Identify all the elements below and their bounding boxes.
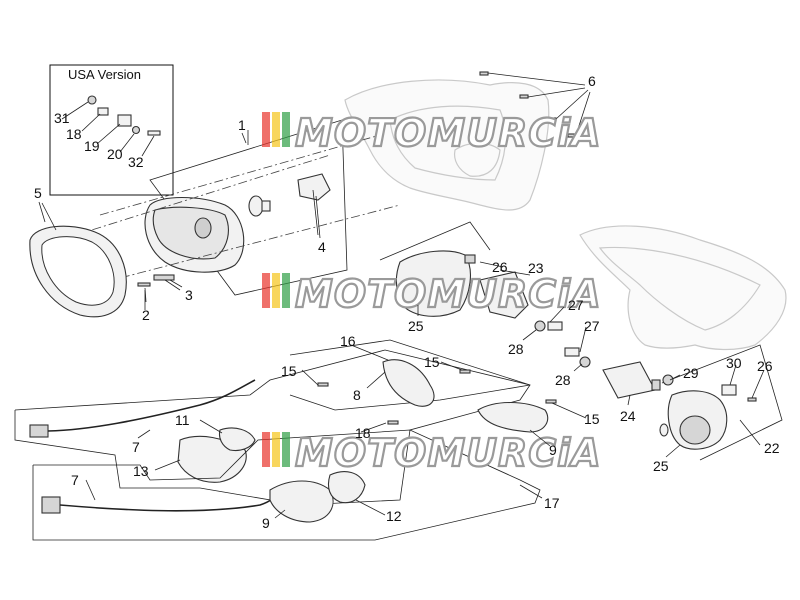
callout-16: 16 (340, 333, 356, 349)
usa-version-label: USA Version (68, 67, 141, 82)
headlight-assembly (54, 119, 401, 296)
watermark-3: MOTOMURCiA (262, 430, 602, 476)
callout-20: 20 (107, 146, 123, 162)
callout-3: 3 (185, 287, 193, 303)
callout-32: 32 (128, 154, 144, 170)
callout-15c: 15 (584, 411, 600, 427)
callout-26a: 26 (492, 259, 508, 275)
licence-plate-light (659, 344, 783, 461)
rim-screws (137, 274, 181, 310)
callout-25b: 25 (653, 458, 669, 474)
callout-30: 30 (726, 355, 742, 371)
tail-light-assembly (379, 221, 531, 319)
callout-22: 22 (764, 440, 780, 456)
cover-screws (479, 71, 591, 138)
callout-15a: 15 (281, 363, 297, 379)
callout-12: 12 (386, 508, 402, 524)
callout-7a: 7 (132, 439, 140, 455)
callout-25a: 25 (408, 318, 424, 334)
callout-19: 19 (84, 138, 100, 154)
callout-29: 29 (683, 365, 699, 381)
lower-turn-signal-group (32, 429, 541, 541)
watermark-2: MOTOMURCiA (262, 271, 602, 317)
watermark-text: MOTOMURCiA (295, 272, 602, 316)
callout-27b: 27 (584, 318, 600, 334)
callout-7b: 7 (71, 472, 79, 488)
callout-4: 4 (318, 239, 326, 255)
callout-13: 13 (133, 463, 149, 479)
watermark-1: MOTOMURCiA (262, 110, 602, 156)
callout-18b: 18 (355, 425, 371, 441)
callout-27a: 27 (568, 297, 584, 313)
watermark-text: MOTOMURCiA (295, 111, 602, 155)
headlight-rim (29, 202, 127, 318)
front-handlebar-cover (344, 79, 550, 211)
mount-screws (534, 320, 591, 368)
callout-1: 1 (238, 117, 246, 133)
callout-9b: 9 (262, 515, 270, 531)
callout-2: 2 (142, 307, 150, 323)
callout-28b: 28 (555, 372, 571, 388)
callout-31: 31 (54, 110, 70, 126)
callout-23: 23 (528, 260, 544, 276)
callout-24: 24 (620, 408, 636, 424)
callout-6: 6 (588, 73, 596, 89)
callout-26b: 26 (757, 358, 773, 374)
callout-18: 18 (66, 126, 82, 142)
callout-11: 11 (175, 412, 190, 428)
callout-15b: 15 (424, 354, 440, 370)
rear-handlebar-cover (579, 225, 787, 351)
front-turn-signal-group (14, 349, 531, 506)
callout-8: 8 (353, 387, 361, 403)
callout-28a: 28 (508, 341, 524, 357)
leader-lines (38, 132, 765, 519)
usa-version-inset: USA Version (49, 64, 174, 196)
rear-turn-signal-group (289, 339, 557, 433)
callout-17: 17 (544, 495, 560, 511)
flasher-relay (602, 361, 661, 399)
callout-9a: 9 (549, 442, 557, 458)
watermark-text: MOTOMURCiA (295, 431, 602, 475)
callouts: 1 2 3 4 5 6 7 7 8 9 9 11 12 13 15 15 15 … (34, 73, 780, 531)
callout-5: 5 (34, 185, 42, 201)
